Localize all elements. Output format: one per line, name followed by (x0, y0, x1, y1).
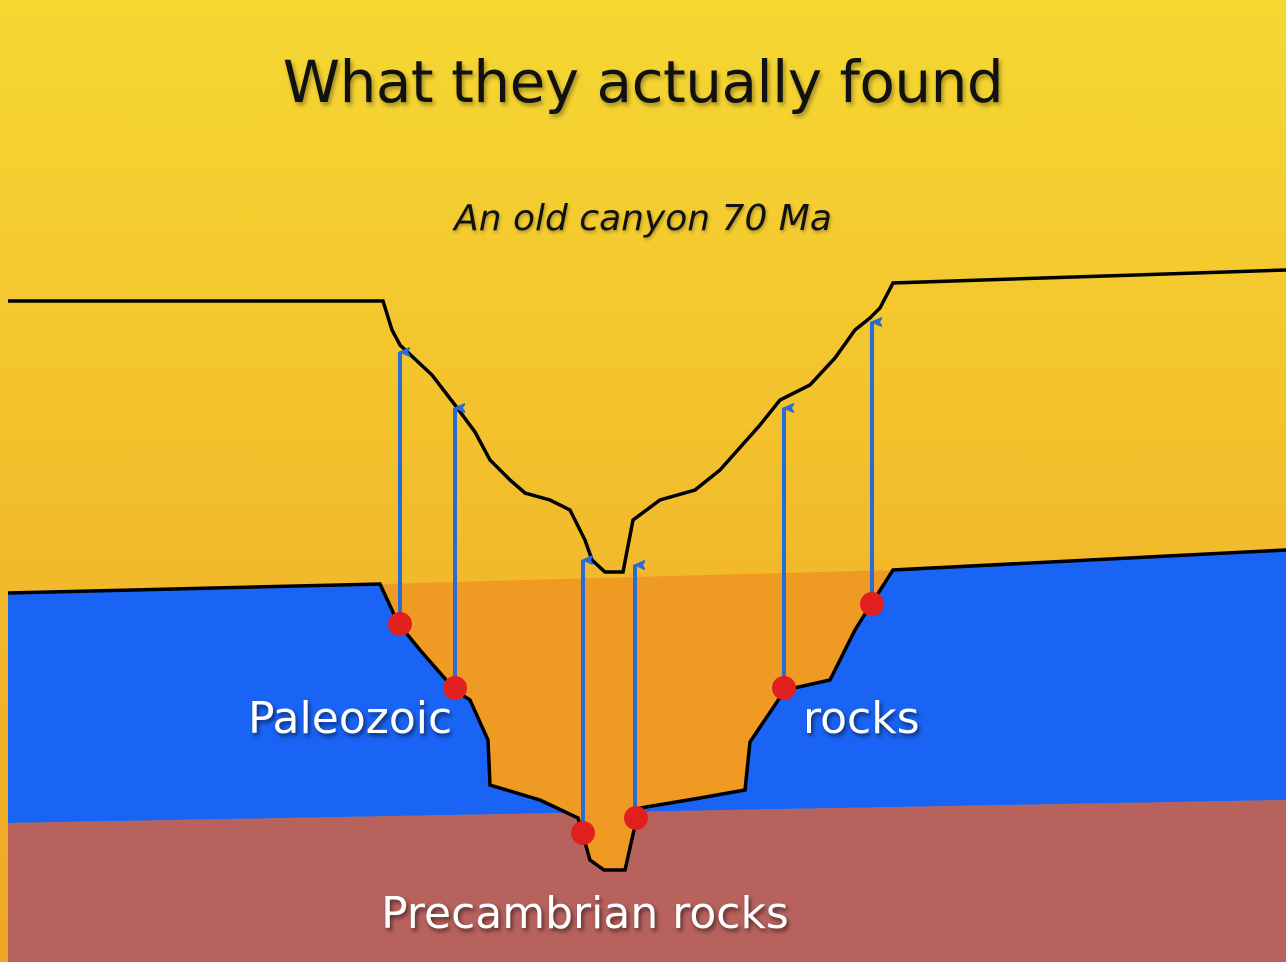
red-dot (624, 806, 648, 830)
red-dot (860, 592, 884, 616)
red-dot (388, 612, 412, 636)
slide-subtitle: An old canyon 70 Ma (0, 198, 1286, 239)
slide-title: What they actually found (0, 48, 1286, 116)
red-dot (571, 821, 595, 845)
rocks-label: rocks (803, 693, 920, 744)
paleozoic-label: Paleozoic (248, 693, 452, 744)
red-dot (772, 676, 796, 700)
precambrian-label: Precambrian rocks (0, 888, 1170, 939)
